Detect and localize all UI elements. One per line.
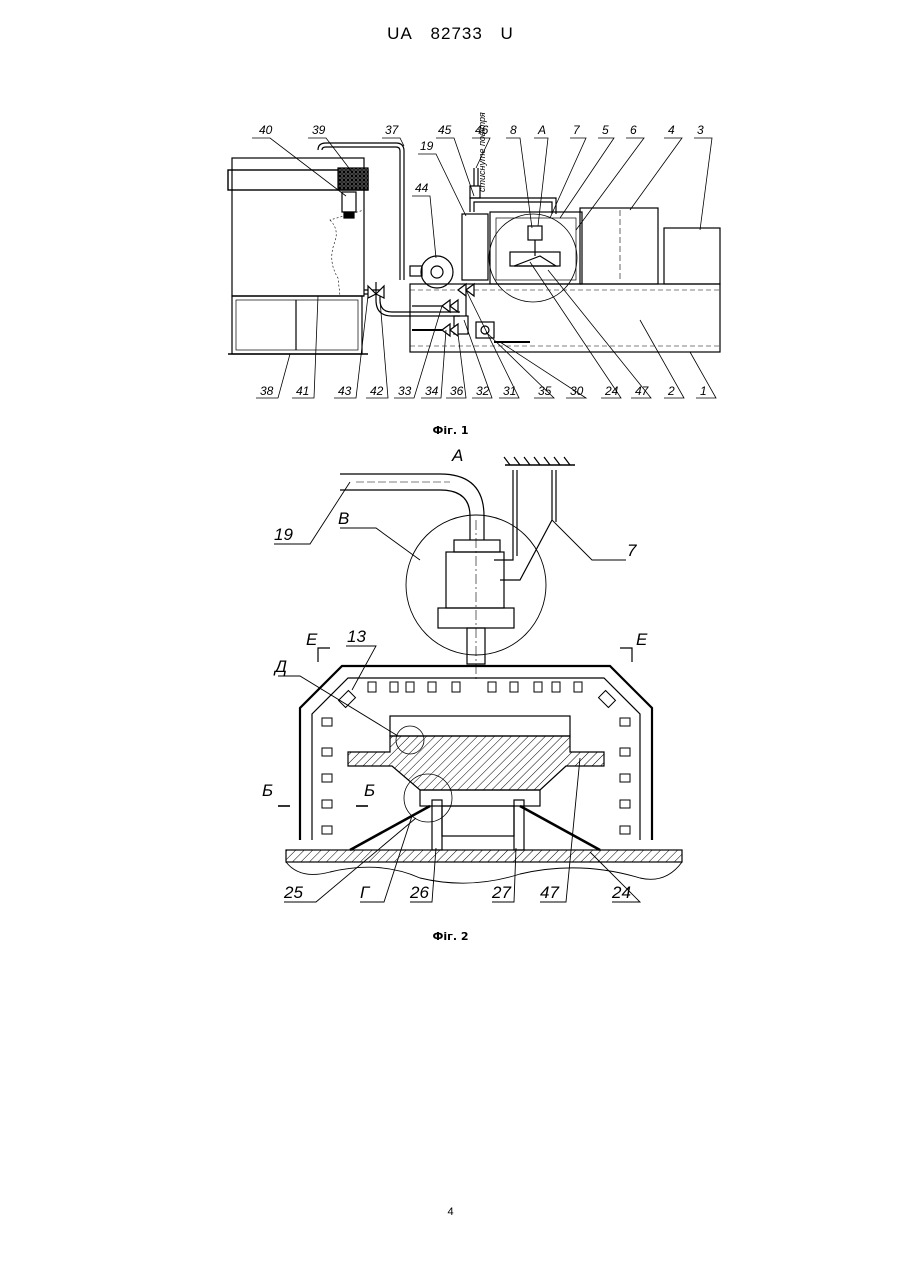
label-26: 26: [409, 883, 429, 902]
label-47: 47: [635, 384, 650, 398]
label-42: 42: [370, 384, 384, 398]
label-38: 38: [260, 384, 274, 398]
label-13: 13: [347, 627, 366, 646]
label-1: 1: [700, 384, 707, 398]
label-45: 45: [438, 123, 452, 137]
label-30: 30: [570, 384, 584, 398]
label-2: 2: [667, 384, 675, 398]
label-31: 31: [503, 384, 516, 398]
label-25: 25: [283, 883, 303, 902]
label-7: 7: [573, 123, 581, 137]
label-37: 37: [385, 123, 400, 137]
label-27: 27: [491, 883, 511, 902]
label-D: Д: [273, 657, 287, 676]
label-33: 33: [398, 384, 412, 398]
label-40: 40: [259, 123, 273, 137]
label-19: 19: [420, 139, 434, 153]
page-number: 4: [0, 1206, 901, 1218]
label-36: 36: [450, 384, 464, 398]
label-43: 43: [338, 384, 352, 398]
label-B-left: Б: [262, 781, 273, 800]
label-6: 6: [630, 123, 637, 137]
label-G: Г: [360, 883, 371, 902]
label-24: 24: [611, 883, 631, 902]
label-5: 5: [602, 123, 609, 137]
label-8: 8: [510, 123, 517, 137]
label-E-left: Е: [306, 630, 318, 649]
label-19: 19: [274, 525, 293, 544]
label-47: 47: [540, 883, 559, 902]
label-34: 34: [425, 384, 439, 398]
label-A: A: [451, 446, 463, 465]
compressed-air-note: стиснуте повітря: [477, 112, 487, 192]
label-E-right: Е: [636, 630, 648, 649]
base-frame-1: [410, 284, 720, 352]
label-3: 3: [697, 123, 704, 137]
label-44: 44: [415, 181, 429, 195]
top-bolts: [368, 682, 582, 692]
figure-2-caption: Фіг. 2: [0, 930, 901, 943]
label-B-right: Б: [364, 781, 375, 800]
label-4: 4: [668, 123, 675, 137]
figure-1: [228, 143, 720, 354]
figure-1-labels: 40 39 37 45 46 8 A 7 5 6 4 3 19 44 стисн…: [259, 112, 707, 398]
label-35: 35: [538, 384, 552, 398]
figure-2-labels: A 19 В 7 13 Е Е Д Б Б 25 Г 26 27 47 24: [262, 446, 648, 902]
label-A: A: [537, 123, 546, 137]
label-41: 41: [296, 384, 309, 398]
figure-1-caption: Фіг. 1: [0, 424, 901, 437]
label-7: 7: [627, 541, 637, 560]
label-V: В: [338, 509, 349, 528]
label-39: 39: [312, 123, 326, 137]
